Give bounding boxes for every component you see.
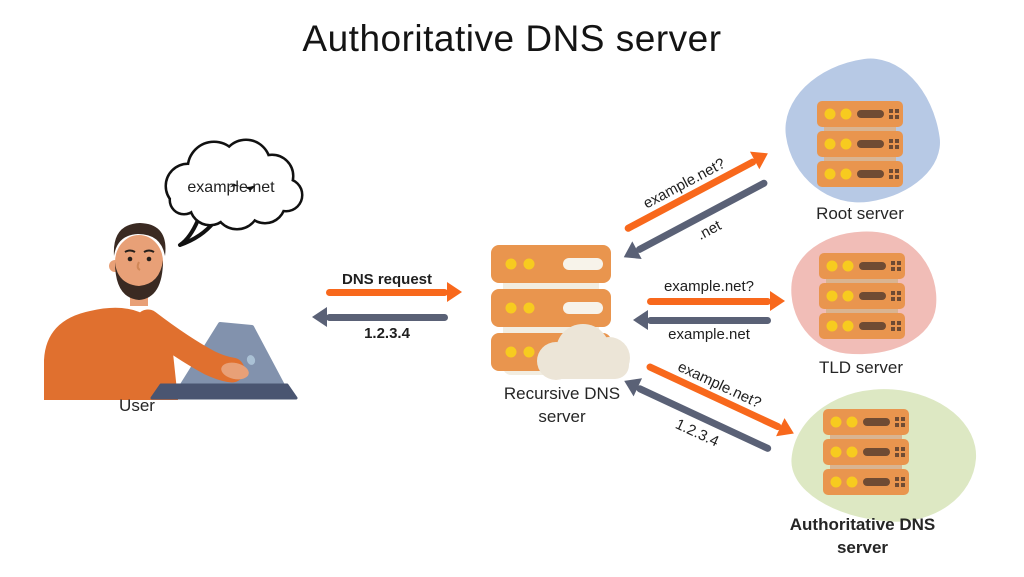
user-brow-right [143, 249, 155, 253]
recursive-label-line2: server [538, 406, 586, 426]
laptop-base [150, 383, 298, 400]
user-hand [221, 362, 249, 380]
tld-response-label: example.net [668, 326, 750, 343]
speech-bubble-text: example.net [187, 179, 275, 196]
root-unit-vents [889, 109, 899, 179]
cloud-icon [537, 324, 630, 380]
authoritative-server-icon [823, 409, 909, 495]
tld-unit-vents [891, 261, 901, 331]
auth-unit-lights [830, 416, 858, 488]
tld-response-arrow [633, 310, 771, 330]
root-unit-lights [824, 108, 852, 180]
auth-unit-vents [895, 417, 905, 487]
exchange-user-recursive: DNS request 1.2.3.4 [312, 271, 462, 343]
recursive-label-line1: Recursive DNS [503, 384, 621, 403]
authoritative-label-line2: server [836, 537, 889, 557]
dns-request-label: DNS request [341, 271, 433, 288]
exchange-recursive-auth: example.net? 1.2.3.4 [611, 339, 804, 479]
tld-request-label: example.net? [663, 278, 755, 295]
user-illustration [44, 223, 298, 400]
authoritative-server-label: Authoritative DNS server [770, 514, 955, 560]
recursive-dns-server-label: Recursive DNS server [462, 383, 662, 429]
recursive-unit-lights [505, 258, 535, 358]
tld-server-icon [819, 253, 905, 339]
dns-request-arrow [326, 282, 462, 302]
user-ear [109, 260, 121, 272]
speech-bubble: example.net [164, 138, 304, 247]
tld-unit-lights [826, 260, 854, 332]
root-server-label: Root server [816, 204, 904, 223]
user-eye-left [127, 256, 133, 262]
speech-bubble-fill [167, 141, 301, 228]
tld-request-arrow [647, 291, 785, 311]
user-beard [115, 260, 163, 300]
tld-server-label: TLD server [818, 358, 904, 377]
tld-unit-bars [859, 262, 886, 330]
user-label: User [119, 396, 155, 415]
user-eye-right [146, 256, 152, 262]
user-brow-left [124, 249, 136, 253]
speech-bubble-tail [178, 218, 216, 247]
dns-response-arrow [312, 307, 448, 327]
root-server-icon [817, 101, 903, 187]
auth-unit-bars [863, 418, 890, 486]
exchange-recursive-root: example.net? .net [601, 134, 793, 281]
user-nose [136, 261, 141, 271]
page-title: Authoritative DNS server [302, 18, 722, 59]
recursive-dns-server-icon [491, 245, 630, 380]
exchange-recursive-tld: example.net? example.net [633, 278, 785, 344]
user-hair [113, 223, 166, 256]
laptop-logo [246, 355, 256, 365]
root-unit-bars [857, 110, 884, 178]
dns-response-label: 1.2.3.4 [364, 325, 410, 342]
authoritative-label-line1: Authoritative DNS [789, 515, 936, 534]
